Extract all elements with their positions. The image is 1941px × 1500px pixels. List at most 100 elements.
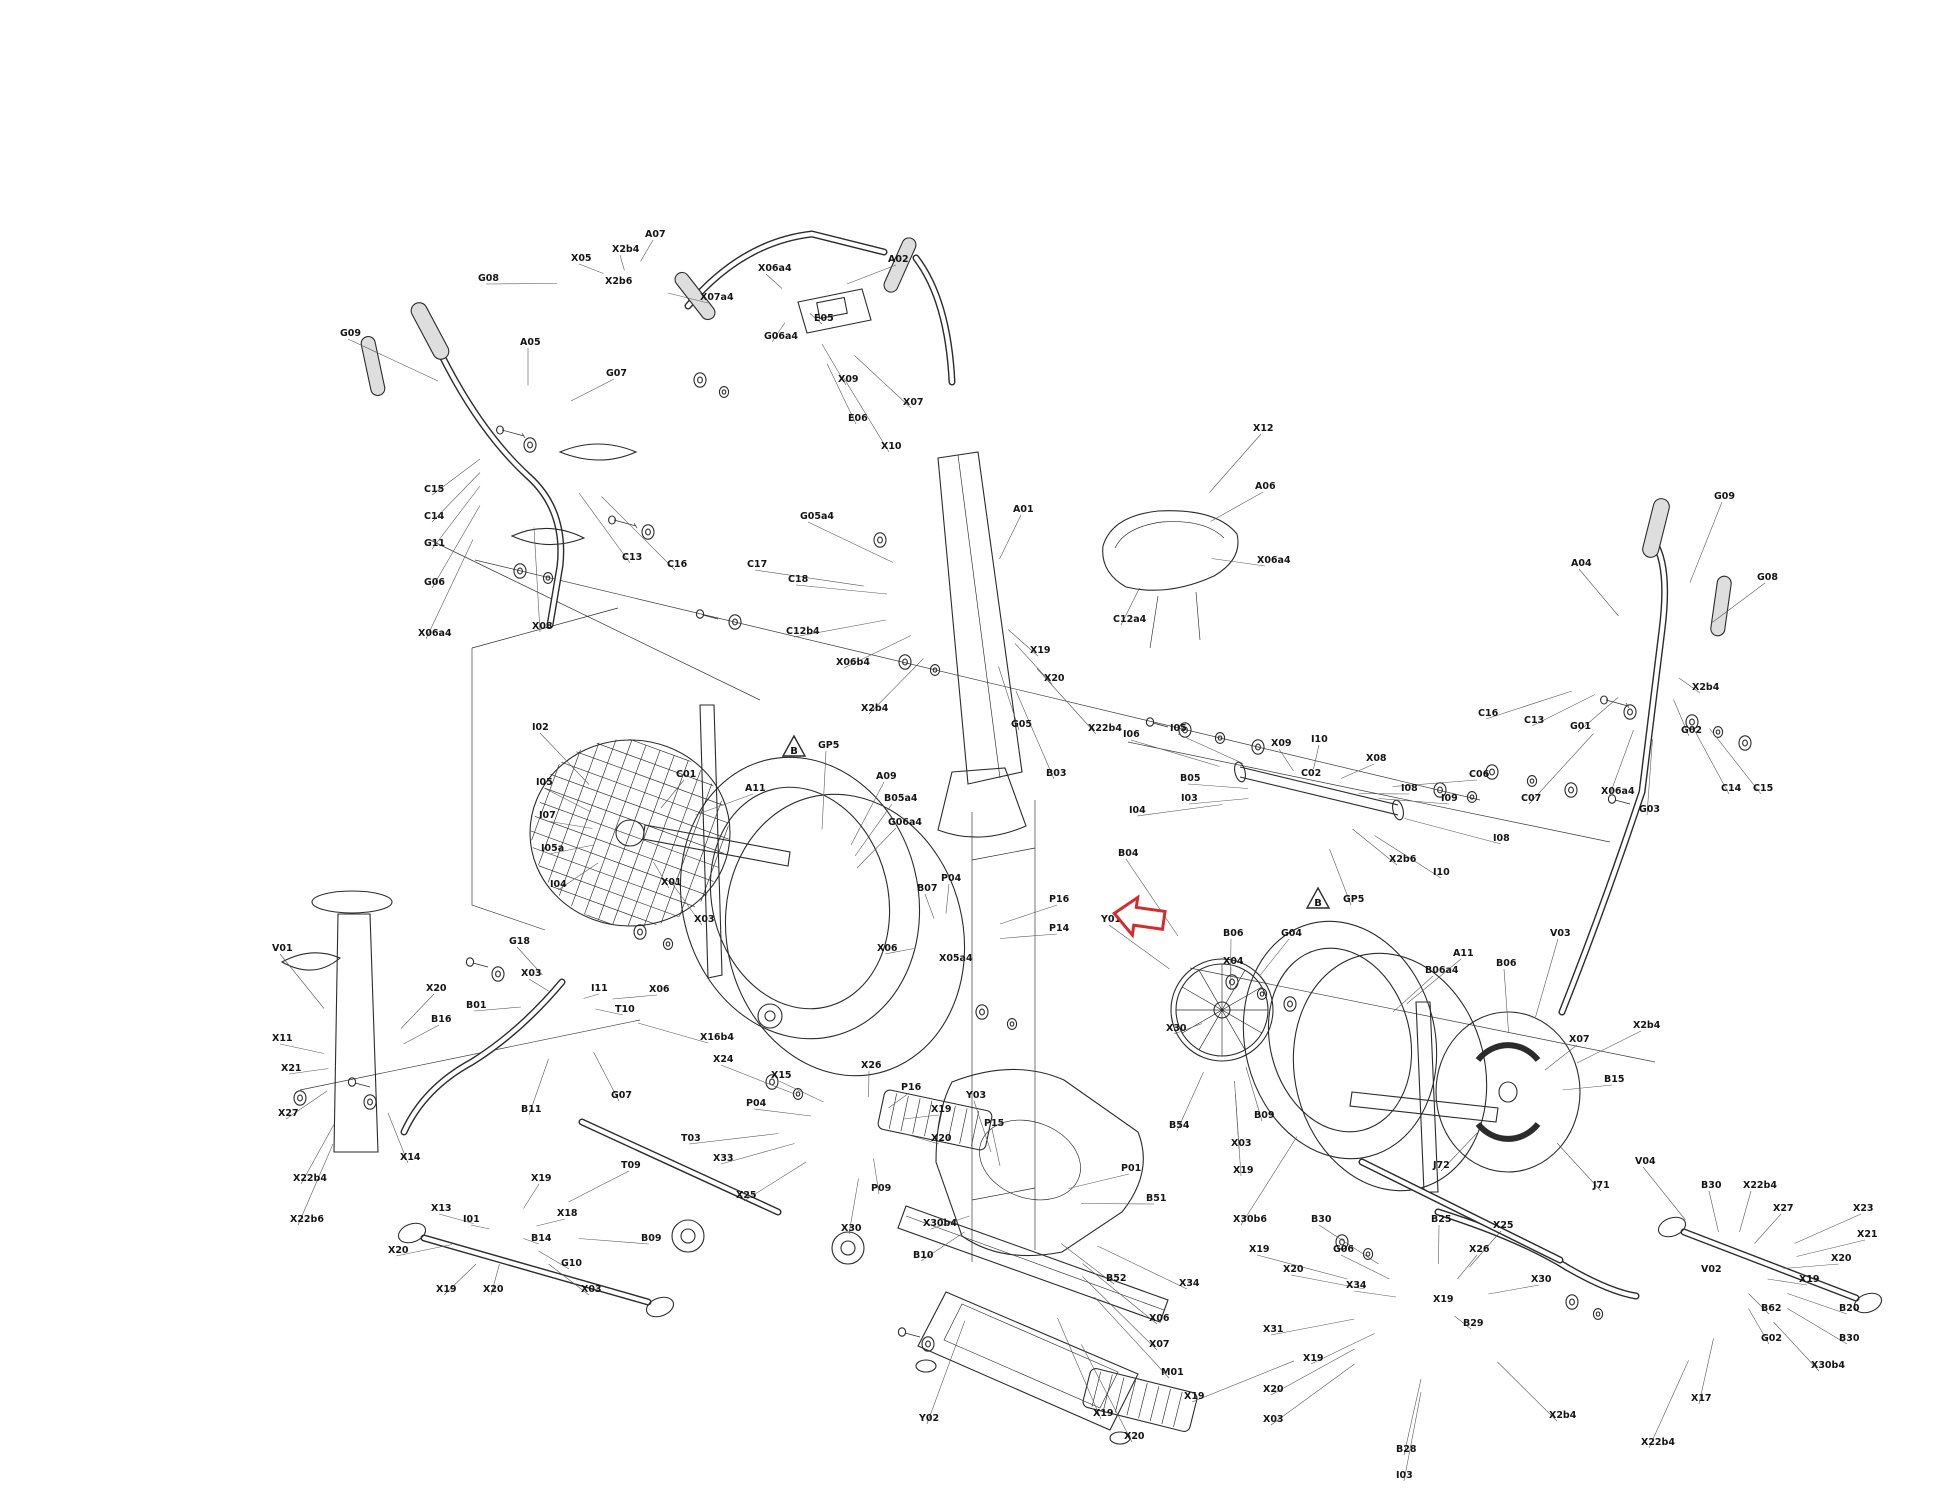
- part-label: X22b4: [293, 1173, 327, 1184]
- part-label: I11: [591, 983, 608, 994]
- leader-line: [926, 1320, 966, 1425]
- leader-line: [595, 1008, 624, 1016]
- leader-line: [1036, 668, 1097, 735]
- leader-line: [826, 363, 857, 425]
- part-label: G10: [561, 1258, 582, 1269]
- leader-line: [1403, 1378, 1422, 1456]
- part-label: A11: [1453, 948, 1474, 959]
- part-label: M01: [1161, 1367, 1184, 1378]
- leader-line: [1270, 1348, 1355, 1396]
- leader-line: [903, 1114, 940, 1120]
- part-label: X27: [1773, 1203, 1794, 1214]
- leader-line: [669, 880, 703, 926]
- leader-line: [1440, 1132, 1478, 1172]
- leader-line: [754, 569, 864, 587]
- part-label: G06a4: [764, 331, 798, 342]
- leader-line: [920, 1231, 965, 1262]
- part-label: X2b4: [612, 244, 640, 255]
- leader-line: [1097, 1245, 1188, 1290]
- leader-line: [1310, 1333, 1375, 1365]
- part-label: B16: [431, 1014, 452, 1025]
- part-label: I09: [1441, 793, 1458, 804]
- leader-line: [1404, 818, 1502, 845]
- leader-line: [1531, 694, 1596, 727]
- part-label: I03: [1396, 1470, 1413, 1481]
- part-label: A01: [1013, 504, 1034, 515]
- leader-line: [1754, 1213, 1782, 1244]
- leader-line: [660, 779, 685, 809]
- part-label: P15: [984, 1118, 1004, 1129]
- leader-line: [1080, 1203, 1155, 1205]
- right-lower-swing-arm: [1434, 1208, 1640, 1300]
- leader-line: [1739, 1190, 1752, 1233]
- part-label: X20: [426, 983, 447, 994]
- leader-line: [821, 343, 847, 386]
- part-label: X19: [1030, 645, 1051, 656]
- leader-line: [1709, 728, 1762, 795]
- part-label: X19: [531, 1173, 552, 1184]
- leader-line: [1015, 690, 1055, 780]
- part-label: X18: [557, 1208, 578, 1219]
- part-label: C18: [788, 574, 809, 585]
- leader-line: [667, 292, 709, 304]
- leader-line: [809, 313, 823, 325]
- part-label: G05: [1011, 719, 1032, 730]
- part-label: B30: [1839, 1333, 1860, 1344]
- leader-line: [807, 521, 894, 563]
- left-post-assembly: [280, 890, 393, 1153]
- right-console-grip: [883, 237, 917, 293]
- leader-line: [1796, 1239, 1866, 1257]
- part-label: C14: [424, 511, 445, 522]
- leader-line: [1535, 938, 1559, 1018]
- part-label: G07: [606, 368, 627, 379]
- leader-line: [850, 781, 885, 846]
- rear-stabilizer-tube: [1657, 1216, 1883, 1314]
- part-label: C07: [1521, 793, 1541, 804]
- leader-line: [425, 539, 474, 640]
- part-label: C06: [1469, 769, 1490, 780]
- leader-line: [1209, 433, 1262, 493]
- part-label: T10: [615, 1004, 635, 1015]
- leader-line: [1270, 1363, 1355, 1426]
- flywheel-cover-rings-left: [679, 756, 966, 1077]
- left-pedal-arm: [578, 1118, 782, 1216]
- leader-line: [1068, 1173, 1130, 1189]
- leader-line: [753, 1108, 812, 1117]
- leader-line: [1767, 1278, 1808, 1286]
- part-label: G05a4: [800, 511, 834, 522]
- part-label: B03: [1046, 768, 1066, 779]
- part-label: X15: [771, 1070, 792, 1081]
- leader-line: [1378, 798, 1450, 805]
- base-shroud: [935, 1068, 1144, 1257]
- part-label: B05: [1180, 773, 1200, 784]
- part-label: G09: [340, 328, 361, 339]
- part-label: X30: [1166, 1023, 1187, 1034]
- part-label: X09: [1271, 738, 1292, 749]
- part-label: X20: [1831, 1253, 1852, 1264]
- console-mast: [937, 451, 1036, 1262]
- leader-line: [1256, 1254, 1348, 1280]
- leader-line: [793, 619, 887, 638]
- leader-line: [1210, 491, 1264, 522]
- part-label: X20: [1044, 673, 1065, 684]
- leader-line: [612, 994, 658, 1000]
- part-label: X19: [1799, 1274, 1820, 1285]
- part-label: X2b6: [1389, 854, 1417, 865]
- leader-line: [695, 793, 754, 816]
- part-label: B01: [466, 1000, 486, 1011]
- part-label: B14: [531, 1233, 552, 1244]
- warning-triangle-icon: [1305, 886, 1331, 909]
- leader-line: [533, 527, 541, 633]
- leader-line: [1711, 582, 1766, 624]
- leader-line: [523, 1183, 540, 1209]
- part-label: X2b6: [605, 276, 633, 287]
- part-label: G02: [1761, 1333, 1782, 1344]
- leader-line: [548, 1263, 590, 1296]
- part-label: C16: [1478, 708, 1499, 719]
- leader-line: [1230, 938, 1232, 977]
- leader-line: [848, 1178, 859, 1235]
- part-label: Y01: [1100, 914, 1121, 925]
- part-label: I10: [1311, 734, 1328, 745]
- leader-line: [924, 893, 935, 919]
- leader-line: [873, 1158, 880, 1195]
